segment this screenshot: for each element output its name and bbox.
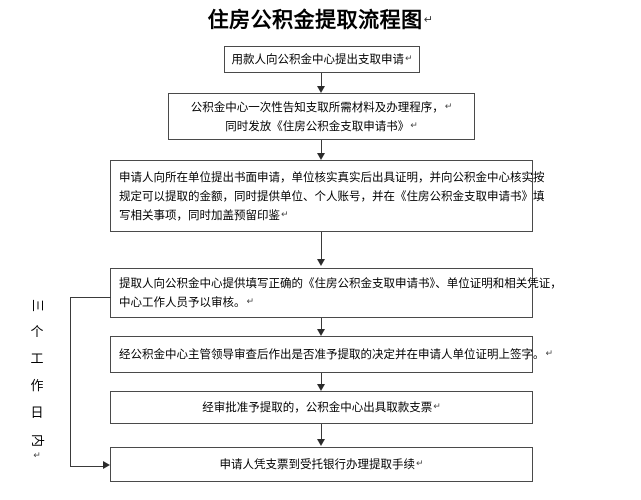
- flow-node-2-line-1: 公积金中心一次性告知支取所需材料及办理程序，↵: [190, 99, 453, 114]
- flow-node-5[interactable]: 经公积金中心主管领导审查后作出是否准予提取的决定并在申请人单位证明上签字。↵: [110, 336, 554, 373]
- connector-4-5-arrowhead: [317, 329, 325, 336]
- connector-3-4-arrowhead: [317, 259, 325, 266]
- connector-4-5-line: [321, 318, 322, 330]
- connector-5-6-arrowhead: [317, 384, 325, 391]
- connector-1-2-line: [321, 73, 322, 87]
- side-note-three-working-days: 三 个 工 作 日 内 ↵: [24, 292, 50, 461]
- connector-2-3-arrowhead: [317, 153, 325, 160]
- flow-node-1[interactable]: 用款人向公积金中心提出支取申请↵: [224, 46, 420, 73]
- side-note-char-2: 个: [30, 325, 44, 340]
- side-note-char-6: 内: [29, 433, 45, 448]
- feedback-connector-top-segment: [70, 297, 111, 298]
- connector-5-6-line: [321, 373, 322, 385]
- flow-node-1-line-1: 用款人向公积金中心提出支取申请↵: [231, 52, 413, 66]
- flow-node-3-line-1: 申请人向所在单位提出书面申请，单位核实真实后出具证明，并向公积金中心核实按: [119, 169, 545, 184]
- feedback-connector-arrowhead: [103, 461, 110, 469]
- side-note-return-mark: ↵: [33, 451, 41, 461]
- flow-node-6-line-1: 经审批准予提取的，公积金中心出具取款支票↵: [202, 400, 441, 414]
- flow-node-2[interactable]: 公积金中心一次性告知支取所需材料及办理程序，↵ 同时发放《住房公积金支取申请书》…: [168, 93, 475, 140]
- side-note-char-1: 三: [29, 298, 45, 313]
- feedback-connector-bottom-segment: [70, 466, 104, 467]
- flow-node-4-line-1: 提取人向公积金中心提供填写正确的《住房公积金支取申请书》、单位证明和相关凭证，: [119, 276, 562, 290]
- connector-3-4-line: [321, 232, 322, 260]
- connector-1-2-arrowhead: [317, 86, 325, 93]
- side-note-char-3: 工: [30, 352, 44, 367]
- page-title-return-mark: ↵: [423, 13, 434, 26]
- page-title-text: 住房公积金提取流程图: [207, 8, 423, 32]
- flow-node-4-line-2: 中心工作人员予以审核。↵: [119, 295, 255, 309]
- flow-node-5-line-1: 经公积金中心主管领导审查后作出是否准予提取的决定并在申请人单位证明上签字。↵: [119, 347, 554, 361]
- flow-node-2-line-2: 同时发放《住房公积金支取申请书》↵: [225, 118, 418, 133]
- flow-node-4[interactable]: 提取人向公积金中心提供填写正确的《住房公积金支取申请书》、单位证明和相关凭证， …: [110, 268, 562, 318]
- flow-node-7[interactable]: 申请人凭支票到受托银行办理提取手续↵: [110, 447, 533, 482]
- flow-node-3[interactable]: 申请人向所在单位提出书面申请，单位核实真实后出具证明，并向公积金中心核实按 规定…: [110, 160, 545, 232]
- connector-2-3-line: [321, 140, 322, 154]
- connector-6-7-line: [321, 424, 322, 440]
- feedback-connector-vertical-segment: [70, 297, 71, 466]
- side-note-char-5: 日: [30, 406, 44, 421]
- page-title: 住房公积金提取流程图↵: [0, 6, 641, 34]
- flow-node-3-line-2: 规定可以提取的金额，同时提供单位、个人账号，并在《住房公积金支取申请书》填: [119, 188, 545, 203]
- flow-node-6[interactable]: 经审批准予提取的，公积金中心出具取款支票↵: [110, 391, 533, 424]
- flow-node-7-line-1: 申请人凭支票到受托银行办理提取手续↵: [219, 457, 424, 471]
- connector-6-7-arrowhead: [317, 439, 325, 446]
- flow-node-3-line-3: 写相关事项，同时加盖预留印鉴↵: [119, 207, 289, 222]
- side-note-char-4: 作: [30, 379, 44, 394]
